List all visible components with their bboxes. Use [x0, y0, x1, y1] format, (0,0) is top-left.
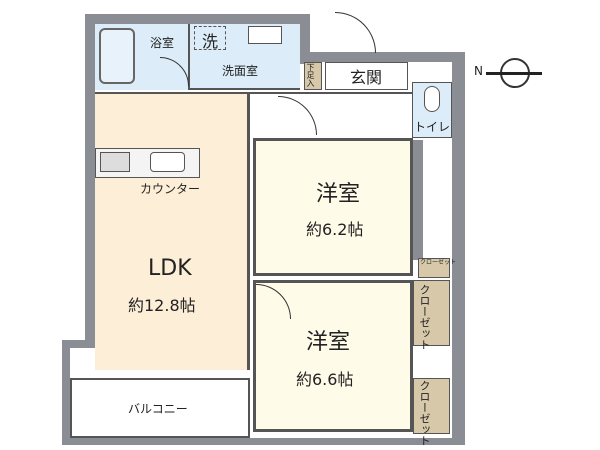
laundry-label: 洗 [202, 32, 219, 51]
ldk-size: 約12.8帖 [128, 296, 196, 315]
wall-right [452, 52, 465, 444]
wall-top-right [300, 14, 310, 64]
wall-top-entry [300, 52, 465, 62]
closet-1 [413, 280, 450, 346]
entrance-label: 玄関 [350, 68, 383, 87]
front-door[interactable] [335, 12, 376, 53]
western-room-2-label: 洋室 [306, 330, 351, 355]
balcony [70, 378, 250, 438]
closet-small [418, 258, 450, 278]
toilet-icon [424, 86, 440, 112]
western-room-1-size: 約6.2帖 [306, 220, 364, 239]
wall-left [85, 14, 95, 344]
wall-right-inner [413, 140, 423, 260]
closet-2 [413, 378, 450, 434]
kitchen-sink-icon [150, 152, 185, 172]
wall-bottom [62, 438, 465, 445]
ldk-label: LDK [148, 256, 192, 281]
compass-north-label: N [474, 64, 483, 78]
shoe-storage-label: 下足入 [306, 63, 315, 87]
shoe-storage [304, 62, 322, 90]
washing-machine-space [194, 26, 226, 50]
entrance-area [325, 62, 408, 90]
closet-1-label: クローゼット [418, 284, 431, 350]
wall-left-balcony [62, 340, 70, 445]
western-room-1-label: 洋室 [316, 182, 361, 207]
stove-icon [100, 152, 130, 172]
bathtub-icon [99, 28, 135, 84]
closet-small-label: クローゼット [420, 259, 457, 266]
counter-label: カウンター [140, 182, 201, 196]
balcony-label: バルコニー [128, 402, 188, 416]
closet-2-label: クローゼット [418, 380, 431, 446]
washroom-label: 洗面室 [222, 64, 259, 78]
compass-needle [486, 72, 542, 75]
wall-left-lower [62, 340, 95, 348]
bath-label: 浴室 [150, 36, 175, 50]
ldk-area [95, 92, 250, 370]
toilet-label: トイレ [414, 120, 451, 134]
sink-icon [248, 26, 282, 44]
western-room-2-size: 約6.6帖 [296, 370, 354, 389]
western-room-1 [253, 138, 413, 276]
hallway [250, 92, 413, 138]
wall-top-left [85, 14, 310, 24]
